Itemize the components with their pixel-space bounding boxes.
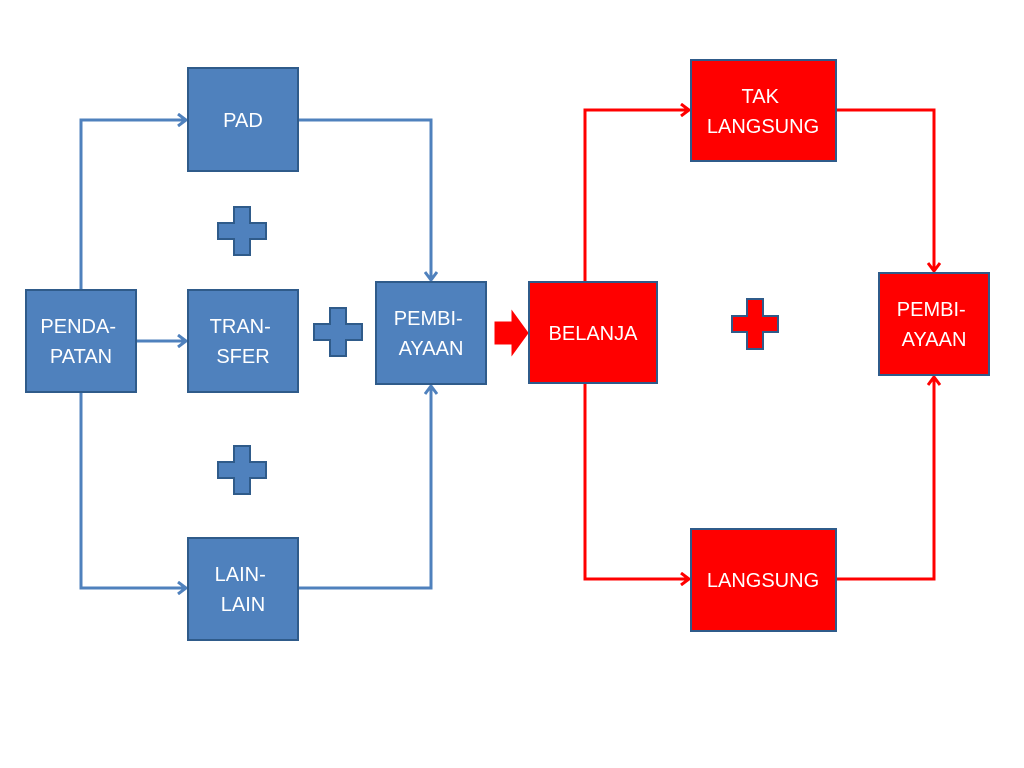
node-label: TRAN- SFER	[210, 316, 277, 368]
node-label: BELANJA	[549, 323, 639, 345]
plus-icon	[217, 206, 267, 256]
node-label: LANGSUNG	[707, 570, 819, 592]
node-label-line: PENDA-	[40, 316, 116, 338]
plus-icon	[313, 307, 363, 357]
node-label: PEMBI- AYAAN	[897, 299, 971, 351]
node-label: PEMBI- AYAAN	[394, 308, 468, 360]
node-label-line: PAD	[223, 110, 263, 132]
node-label-line: BELANJA	[549, 323, 639, 345]
plus-icon	[731, 298, 779, 350]
node-label-line: SFER	[216, 346, 269, 368]
node-pembiayaan-right: PEMBI- AYAAN	[878, 272, 990, 376]
node-label-line: LANGSUNG	[707, 116, 819, 138]
node-transfer: TRAN- SFER	[187, 289, 299, 393]
connector-pad-to-pembiayaan	[299, 118, 431, 280]
node-pembiayaan-left: PEMBI- AYAAN	[375, 281, 487, 385]
node-pad: PAD	[187, 67, 299, 172]
connector-langsung-to-pembiayaan	[836, 377, 934, 581]
blue-connectors	[79, 118, 431, 590]
plus-icon	[217, 445, 267, 495]
node-label: PENDA- PATAN	[40, 316, 121, 368]
node-label-line: TAK	[742, 86, 780, 108]
block-arrow-right-icon	[494, 309, 529, 357]
node-label-line: PATAN	[50, 346, 112, 368]
node-langsung: LANGSUNG	[690, 528, 837, 632]
connector-tak-langsung-to-pembiayaan	[836, 108, 934, 271]
node-pendapatan: PENDA- PATAN	[25, 289, 137, 393]
node-lain-lain: LAIN- LAIN	[187, 537, 299, 641]
connector-belanja-to-tak-langsung	[583, 110, 689, 282]
node-label: PAD	[223, 110, 263, 132]
node-label-line: PEMBI-	[394, 308, 463, 330]
connector-pendapatan-to-pad	[79, 120, 186, 290]
node-label-line: AYAAN	[902, 329, 967, 351]
connector-lain-to-pembiayaan	[299, 386, 431, 590]
node-label-line: LAIN	[221, 594, 265, 616]
node-belanja: BELANJA	[528, 281, 658, 384]
node-label: TAK LANGSUNG	[707, 86, 819, 138]
red-connectors	[583, 108, 934, 581]
node-tak-langsung: TAK LANGSUNG	[690, 59, 837, 162]
node-label-line: TRAN-	[210, 316, 271, 338]
node-label-line: LAIN-	[215, 564, 266, 586]
node-label-line: AYAAN	[399, 338, 464, 360]
connector-belanja-to-langsung	[583, 383, 689, 579]
node-label: LAIN- LAIN	[215, 564, 272, 616]
node-label-line: LANGSUNG	[707, 570, 819, 592]
node-label-line: PEMBI-	[897, 299, 966, 321]
connector-pendapatan-to-lain	[79, 392, 186, 588]
